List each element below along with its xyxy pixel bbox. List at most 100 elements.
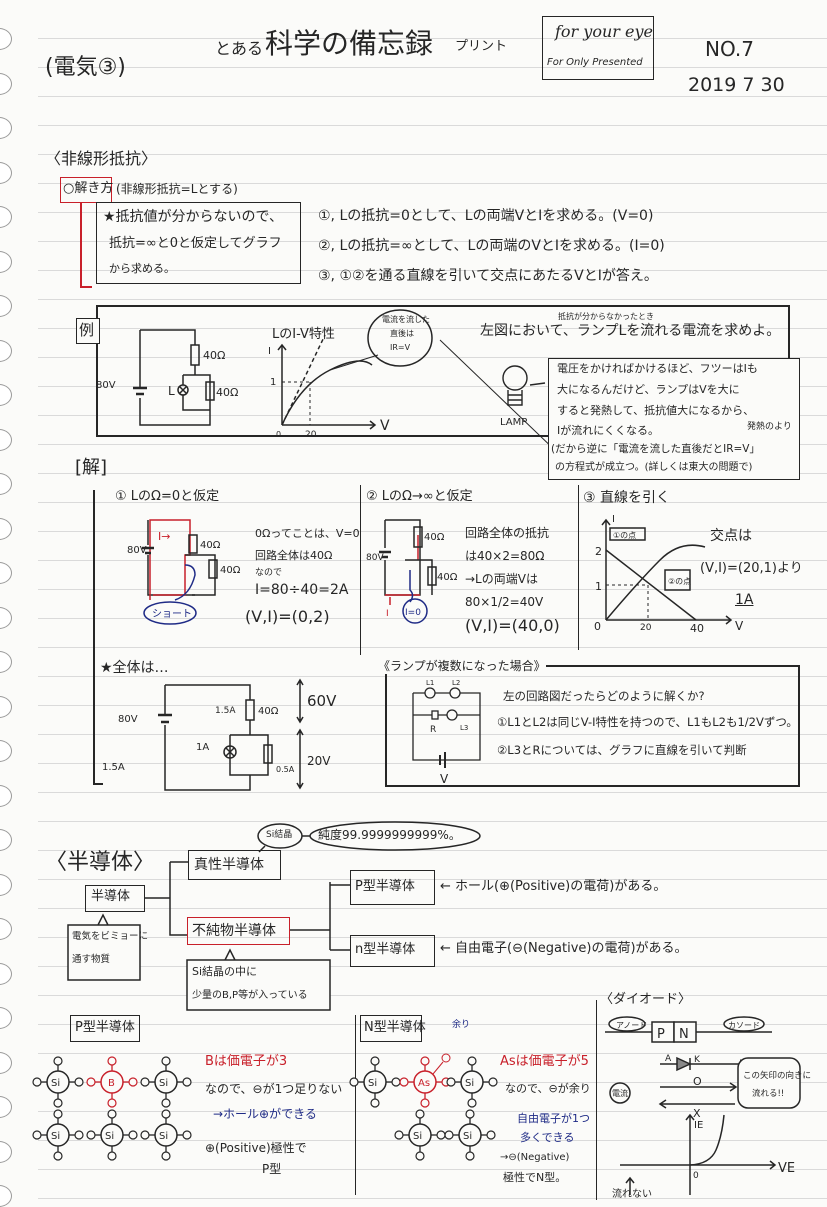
s1-explanation: 0Ωってことは、V=0 回路全体は40Ω なので I=80÷40=2A bbox=[255, 523, 360, 601]
electron bbox=[128, 1077, 138, 1087]
s1-line: I=80÷40=2A bbox=[255, 582, 349, 598]
electron bbox=[32, 1130, 42, 1140]
bond bbox=[432, 1061, 444, 1075]
s3-intersection-label: 交点は bbox=[710, 528, 752, 544]
star-line: ★抵抗値が分からないので、 bbox=[103, 209, 283, 225]
multi-line: ②L3とRについては、グラフに直線を引いて判断 bbox=[497, 743, 747, 757]
tick-label: 0 bbox=[276, 430, 281, 439]
n-extra-label: 余り bbox=[452, 1020, 471, 1030]
axis-label: V bbox=[735, 619, 744, 633]
atom-label: Si bbox=[368, 1078, 377, 1089]
s2-line: は40×2=80Ω bbox=[465, 549, 545, 563]
electron bbox=[74, 1130, 84, 1140]
multi-line: 左の回路図だったらどのように解くか? bbox=[503, 689, 705, 703]
anode-symbol-label: A bbox=[665, 1054, 672, 1064]
electron bbox=[161, 1098, 171, 1108]
current-label: 1A bbox=[196, 742, 209, 753]
electron bbox=[128, 1130, 138, 1140]
star-line: 抵抗=∞と0と仮定してグラフ bbox=[109, 236, 282, 251]
electron bbox=[74, 1077, 84, 1087]
si-atom bbox=[154, 1123, 178, 1147]
bubble-text: IR=V bbox=[390, 343, 411, 352]
divider bbox=[596, 1000, 597, 1200]
si-atom bbox=[46, 1123, 70, 1147]
divider bbox=[355, 1015, 356, 1195]
si-atom bbox=[460, 1070, 484, 1094]
cathode-label: カソード bbox=[728, 1021, 760, 1030]
multi-lamp-box bbox=[385, 665, 800, 787]
note-line: 大になるんだけど、ランプはVを大に bbox=[557, 383, 740, 396]
point-label: ②の点 bbox=[668, 577, 691, 586]
n-label: N bbox=[679, 1027, 689, 1042]
resistor-label: 40Ω bbox=[203, 349, 225, 362]
step: ③, ①②を通る直線を引いて交点にあたるVとIが答え。 bbox=[318, 268, 658, 284]
s2-line: 回路全体の抵抗 bbox=[465, 526, 550, 540]
node-label: 半導体 bbox=[91, 889, 131, 904]
note-extra: 発熱のより bbox=[747, 422, 792, 432]
step: ②, Lの抵抗=∞として、Lの両端のVとIを求める。(I=0) bbox=[318, 238, 665, 254]
whole-title: ★全体は… bbox=[100, 660, 169, 676]
s1-line: 回路全体は40Ω bbox=[255, 549, 333, 562]
electron bbox=[140, 1077, 150, 1087]
title-suffix: プリント bbox=[455, 39, 508, 54]
diode-note: 流れる!! bbox=[752, 1088, 784, 1099]
p-type-desc: ← ホール(⊕(Positive)の電荷)がある。 bbox=[440, 879, 667, 894]
electron bbox=[86, 1130, 96, 1140]
subject-label: (電気③) bbox=[45, 55, 126, 80]
stamp-box: for your eye For Only Presented bbox=[542, 16, 654, 80]
electron bbox=[465, 1109, 475, 1119]
zero-current-label: I=0 bbox=[405, 608, 421, 618]
electron bbox=[488, 1077, 498, 1087]
resistor-label: 40Ω bbox=[200, 540, 221, 551]
electron bbox=[467, 1098, 477, 1108]
p-label: P bbox=[657, 1027, 665, 1042]
si-atom bbox=[408, 1123, 432, 1147]
si-bubble: Si結晶 bbox=[266, 830, 293, 840]
electron bbox=[399, 1077, 409, 1087]
origin-label: 0 bbox=[693, 1171, 699, 1181]
battery-label: 80V bbox=[96, 380, 116, 391]
s1-title: ① LのΩ=0と仮定 bbox=[115, 489, 220, 504]
si-atom bbox=[46, 1070, 70, 1094]
root-note: 通す物質 bbox=[72, 954, 111, 965]
n-line: 自由電子が1つ bbox=[517, 1112, 590, 1125]
current-label: 0.5A bbox=[276, 765, 295, 774]
s3-answer: 1A bbox=[735, 592, 754, 608]
electron bbox=[32, 1077, 42, 1087]
question: 左図において、ランプLを流れる電流を求めよ。 bbox=[480, 323, 781, 339]
atom-label: As bbox=[418, 1078, 430, 1089]
solution-bracket bbox=[93, 490, 103, 785]
red-bracket bbox=[80, 203, 92, 288]
lamp-label: L2 bbox=[452, 679, 460, 687]
tick-label: 1 bbox=[595, 580, 602, 593]
step: ①, Lの抵抗=0として、Lの両端VとIを求める。(V=0) bbox=[318, 208, 654, 224]
note-box: 電圧をかければかけるほど、フツーはIも 大になるんだけど、ランプはVを大に する… bbox=[548, 358, 800, 480]
p-line: Bは価電子が3 bbox=[205, 1054, 288, 1069]
si-atom bbox=[363, 1070, 387, 1094]
impurity-note: 少量のB,P等が入っている bbox=[192, 990, 308, 1001]
n-line: なので、⊖が余り bbox=[505, 1082, 591, 1095]
method-label-box bbox=[60, 177, 112, 203]
example-label-box bbox=[76, 318, 100, 344]
lamp-caption: LAMP bbox=[500, 417, 527, 428]
note-line: (だから逆に「電流を流した直後だとIR=V」 bbox=[551, 443, 760, 455]
axis-label: V bbox=[380, 418, 390, 434]
cathode-symbol-label: K bbox=[694, 1055, 701, 1065]
current-label: I→ bbox=[158, 530, 170, 543]
node-semiconductor: 半導体 bbox=[85, 885, 145, 912]
anode-label: アノード bbox=[616, 1021, 647, 1030]
purity-bubble: 純度99.9999999999%。 bbox=[318, 828, 461, 842]
atom-label: B bbox=[108, 1078, 115, 1089]
arsenic-atom bbox=[413, 1070, 437, 1094]
tick-label: 0 bbox=[594, 620, 601, 633]
s1-line: 0Ωってことは、V=0 bbox=[255, 527, 360, 540]
date: 2019 7 30 bbox=[688, 74, 785, 96]
star-line: から求める。 bbox=[109, 262, 175, 275]
electron bbox=[444, 1130, 454, 1140]
lamp-label: L3 bbox=[460, 724, 468, 732]
stamp-line1: for your eye bbox=[555, 22, 653, 41]
current-label: I bbox=[386, 609, 389, 619]
electron bbox=[370, 1098, 380, 1108]
p-type-title-box: P型半導体 bbox=[70, 1015, 140, 1042]
